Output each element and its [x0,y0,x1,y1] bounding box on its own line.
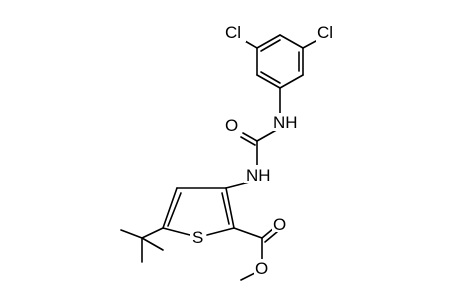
bond [167,192,182,227]
bond [120,229,143,239]
atom-label-nh-upper: NH [273,113,298,132]
bond [279,74,304,89]
bond [240,136,256,146]
atom-label-o-ester-single: O [255,259,268,278]
bond [221,192,230,225]
atom-label-cl-right: Cl [317,23,333,42]
atom-labels: Cl Cl NH O NH S O O [190,21,338,278]
bond [256,74,281,89]
bond [256,34,281,49]
bonds [120,34,317,281]
bond [260,71,281,84]
bond [244,40,258,49]
atom-label-s-ring: S [192,228,203,247]
bond [240,272,256,281]
atom-label-cl-left: Cl [225,23,241,42]
bond [225,187,235,229]
bond [302,40,317,49]
bond [141,237,164,251]
bond [260,39,281,52]
atom-label-nh-lower: NH [246,166,271,185]
bond [264,231,278,243]
bond [162,187,178,229]
bond [242,132,258,142]
atom-label-o-ester-carbonyl: O [273,215,286,234]
bond [162,227,191,236]
bond [206,227,235,236]
bond [279,34,304,49]
bond [233,227,263,239]
atom-label-o-carbonyl: O [225,116,238,135]
bond [141,227,164,239]
